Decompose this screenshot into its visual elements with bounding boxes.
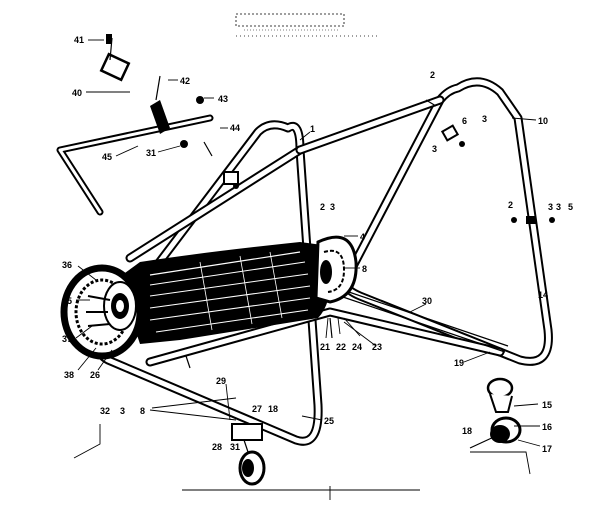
callout-3-plate: 3 — [330, 202, 335, 212]
handle-bracket — [56, 34, 214, 216]
callout-38: 38 — [64, 370, 74, 380]
callout-27: 27 — [252, 404, 262, 414]
callout-40: 40 — [72, 88, 82, 98]
pins — [185, 317, 333, 369]
reel-cylinder — [118, 242, 332, 344]
callout-19: 19 — [454, 358, 464, 368]
callout-21: 21 — [320, 342, 330, 352]
callout-16: 16 — [542, 422, 552, 432]
callout-42: 42 — [180, 76, 190, 86]
callout-28: 28 — [212, 442, 222, 452]
callout-24: 24 — [352, 342, 362, 352]
callout-30: 30 — [422, 296, 432, 306]
callout-45: 45 — [102, 152, 112, 162]
callout-5: 5 — [568, 202, 573, 212]
callout-3-bottom: 3 — [120, 406, 125, 416]
callout-2-top: 2 — [430, 70, 435, 80]
frame-bolts — [425, 99, 555, 224]
callout-31-bottom: 31 — [230, 442, 240, 452]
leader-lines — [75, 39, 541, 447]
callout-36: 36 — [62, 260, 72, 270]
callout-3-right-a: 3 — [548, 202, 553, 212]
callout-18-front: 18 — [268, 404, 278, 414]
callout-17: 17 — [542, 444, 552, 454]
drive-wheel-assembly — [60, 264, 144, 360]
caster-wheel — [469, 377, 522, 449]
left-frame — [94, 120, 323, 446]
frame-rails — [125, 95, 509, 367]
callout-29: 29 — [216, 376, 226, 386]
callout-26: 26 — [90, 370, 100, 380]
callout-18-caster: 18 — [462, 426, 472, 436]
callout-4: 4 — [360, 232, 365, 242]
callout-44: 44 — [230, 123, 240, 133]
callout-10: 10 — [538, 116, 548, 126]
callout-3-top: 3 — [482, 114, 487, 124]
front-wheel — [231, 423, 266, 486]
callout-2-right: 2 — [508, 200, 513, 210]
callout-32: 32 — [100, 406, 110, 416]
bottom-marks — [73, 424, 531, 500]
callout-2-plate: 2 — [320, 202, 325, 212]
callout-8-plate: 8 — [362, 264, 367, 274]
callout-8-bottom: 8 — [140, 406, 145, 416]
callout-14: 14 — [538, 290, 548, 300]
callout-6: 6 — [462, 116, 467, 126]
callout-37: 37 — [62, 334, 72, 344]
callout-1: 1 — [310, 124, 315, 134]
callout-41: 41 — [74, 35, 84, 45]
callout-3-right-b: 3 — [556, 202, 561, 212]
callouts: 41 42 40 43 44 45 31 1 2 3 6 3 10 2 3 4 … — [62, 35, 573, 454]
callout-22: 22 — [336, 342, 346, 352]
latch-hardware — [223, 171, 239, 189]
callout-35: 35 — [62, 296, 72, 306]
callout-15: 15 — [542, 400, 552, 410]
right-frame — [340, 77, 553, 366]
callout-31-top: 31 — [146, 148, 156, 158]
callout-23: 23 — [372, 342, 382, 352]
callout-25: 25 — [324, 416, 334, 426]
side-plate — [314, 235, 358, 304]
callout-43: 43 — [218, 94, 228, 104]
header-smudge — [235, 13, 380, 37]
callout-3-frame: 3 — [432, 144, 437, 154]
